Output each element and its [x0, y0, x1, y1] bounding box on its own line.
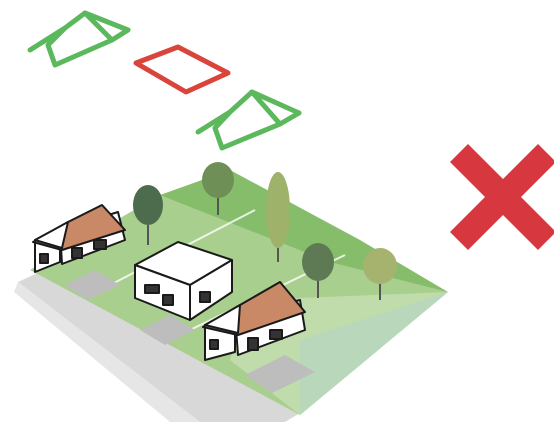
house-flat-2 — [134, 241, 233, 321]
house-gabled-3 — [202, 281, 306, 361]
roof-outline-gabled-bottom — [195, 89, 302, 151]
roof-outline-gabled-top — [27, 10, 131, 68]
cross-mark-icon — [450, 144, 554, 250]
tree-dark-left — [133, 185, 163, 245]
driveway-2 — [140, 315, 195, 345]
driveway-1 — [65, 270, 120, 300]
tree-mid — [202, 162, 234, 215]
tree-dark-right — [302, 243, 334, 298]
driveway-3 — [245, 355, 315, 393]
road — [14, 270, 305, 422]
house-gabled-1 — [32, 204, 126, 273]
roof-outline-flat — [133, 44, 231, 95]
tree-tall — [266, 172, 290, 262]
tree-light-right — [363, 248, 397, 300]
